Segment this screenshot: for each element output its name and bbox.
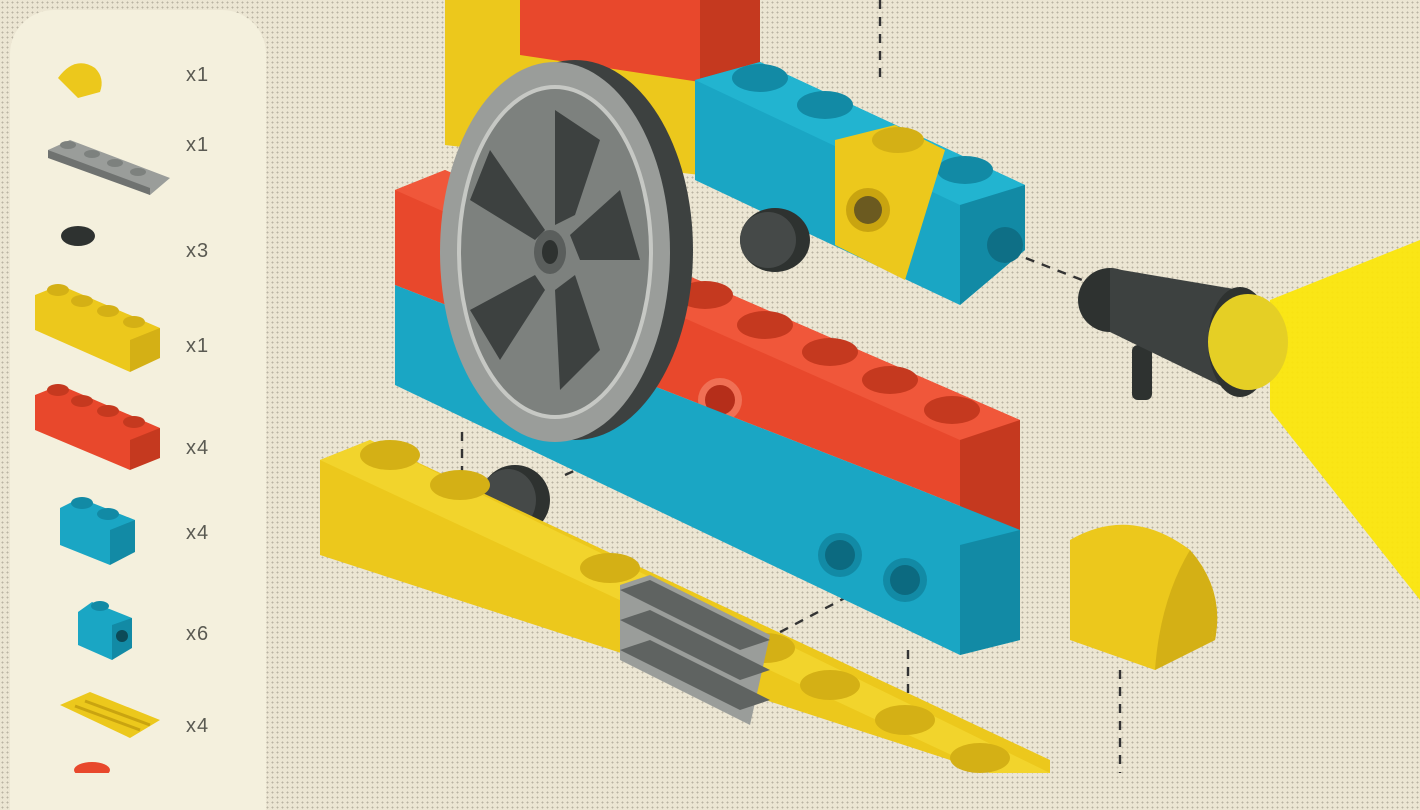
part-count-blue-technic-brick: x6 [186, 623, 209, 646]
blue-technic-brick-icon [78, 601, 132, 660]
part-count-yellow-brick: x1 [186, 335, 209, 358]
projector-light-beam [1270, 240, 1420, 600]
yellow-curved-slope [1070, 525, 1217, 670]
part-count-yellow-grille-tile: x4 [186, 715, 209, 738]
part-count-gray-plate: x1 [186, 134, 209, 157]
black-round-tile-icon [61, 226, 95, 246]
red-piece-icon-partial [74, 762, 110, 773]
gray-plate-1x5-icon [48, 140, 170, 195]
projector-lamp [1078, 268, 1288, 400]
film-reel-wheel [440, 60, 693, 442]
top-blue-brick-row [695, 62, 1025, 305]
yellow-brick-1x4-icon [35, 284, 160, 372]
part-count-yellow-curved-slope: x1 [186, 64, 209, 87]
part-count-blue-brick: x4 [186, 522, 209, 545]
yellow-curved-slope-icon [58, 63, 102, 98]
projector-build-illustration [0, 0, 1420, 773]
part-count-black-round-tile: x3 [186, 240, 209, 263]
part-count-red-brick: x4 [186, 437, 209, 460]
gray-grille-tile [620, 575, 770, 725]
red-brick-1x4-icon [35, 384, 160, 470]
yellow-grille-tile-icon [60, 692, 160, 738]
blue-brick-1x2-icon [60, 497, 135, 565]
